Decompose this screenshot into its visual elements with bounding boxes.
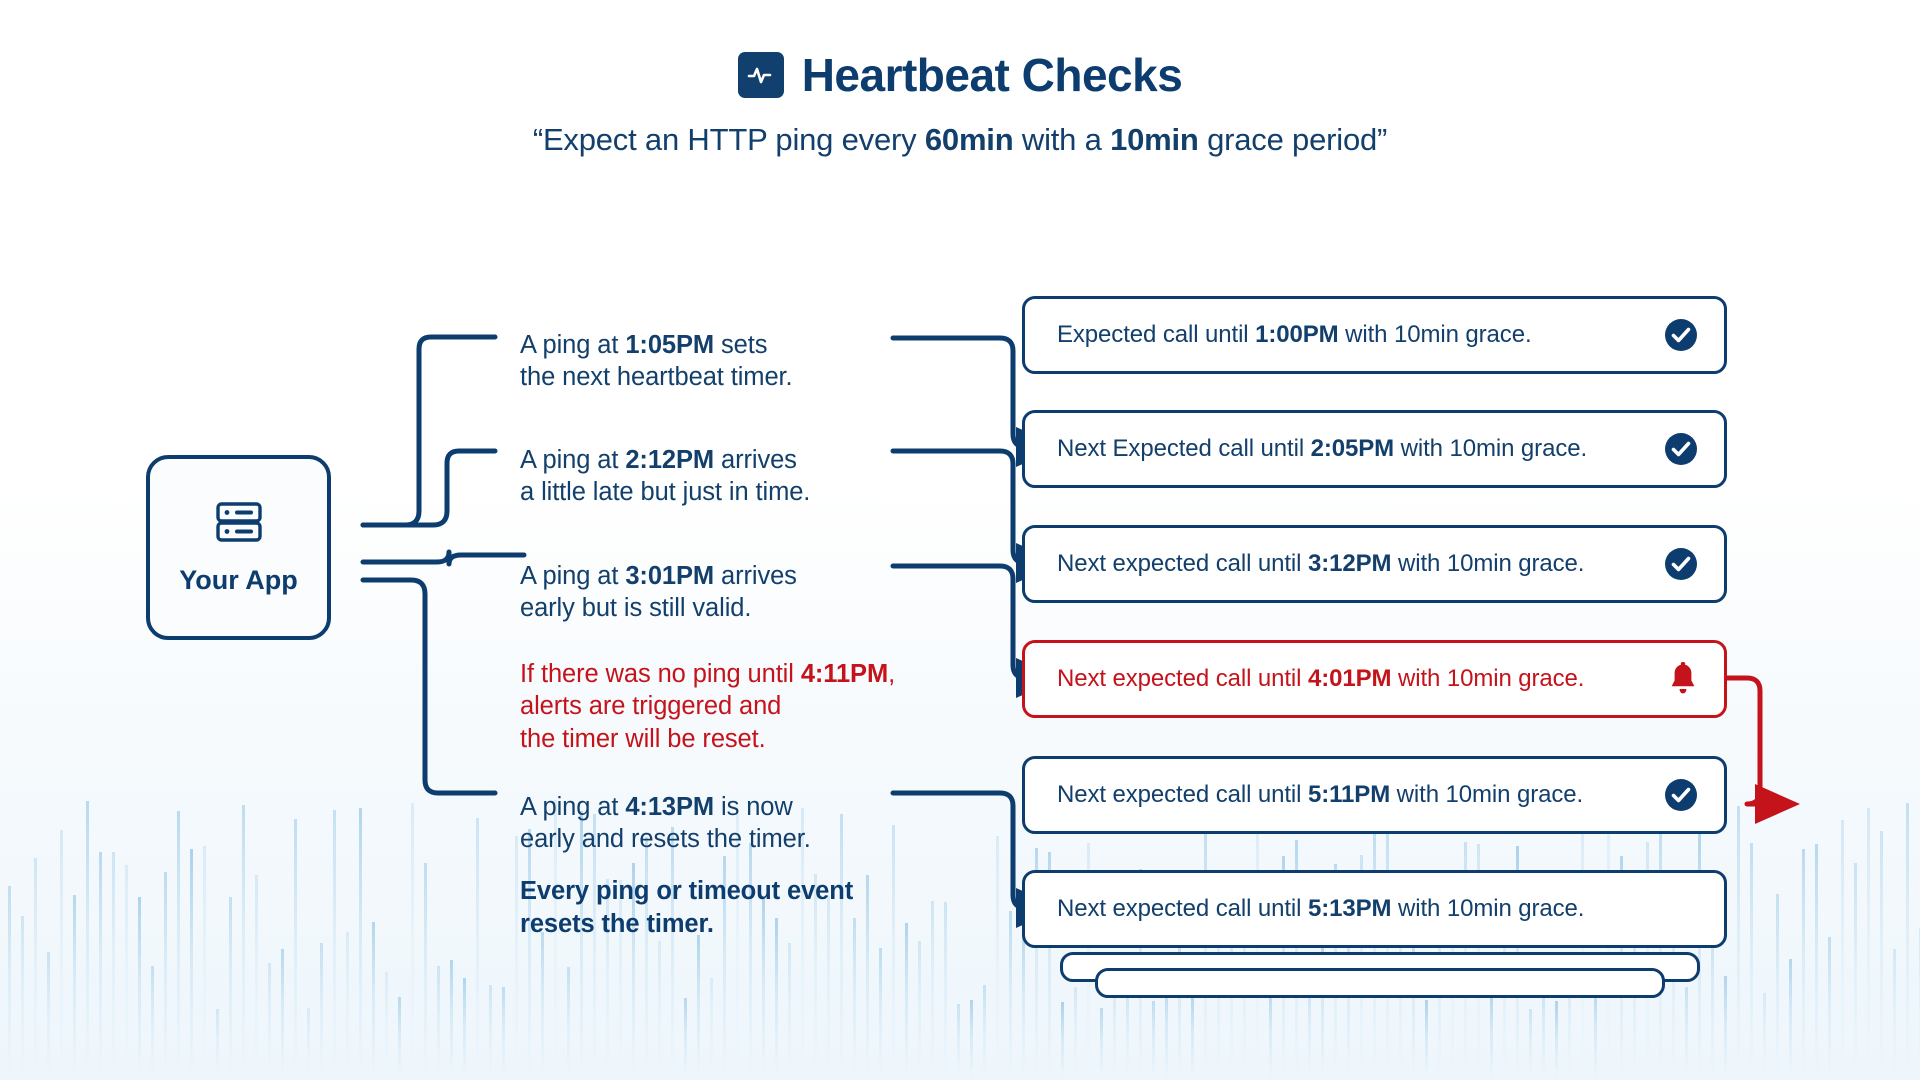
card5-text: Next expected call until 5:11PM with 10m…: [1057, 781, 1646, 809]
step-text-4-11pm-alert: If there was no ping until 4:11PM, alert…: [520, 625, 895, 756]
step-text-1-05pm: A ping at 1:05PM sets the next heartbeat…: [520, 296, 793, 394]
card3-time: 3:12PM: [1307, 550, 1392, 577]
card-5-13pm[interactable]: Next expected call until 5:13PM with 10m…: [1022, 870, 1727, 948]
step-text-3-01pm: A ping at 3:01PM arrives early but is st…: [520, 527, 797, 625]
card-5-11pm[interactable]: Next expected call until 5:11PM with 10m…: [1022, 756, 1727, 834]
step-text-summary: Every ping or timeout event resets the t…: [520, 877, 854, 938]
step1-time: 1:05PM: [625, 330, 715, 359]
step3-suffix: arrives early but is still valid.: [520, 561, 797, 623]
stacked-card-ghost-2: [1095, 968, 1665, 998]
page-header: Heartbeat Checks “Expect an HTTP ping ev…: [0, 0, 1920, 158]
check-circle-icon: [1664, 318, 1698, 352]
card4-time: 4:01PM: [1307, 665, 1392, 692]
step4-prefix: If there was no ping until: [520, 659, 801, 688]
page-title: Heartbeat Checks: [801, 49, 1183, 101]
app-node[interactable]: Your App: [146, 455, 331, 640]
step3-time: 3:01PM: [625, 561, 715, 590]
card4-text: Next expected call until 4:01PM with 10m…: [1057, 665, 1650, 693]
app-node-label: Your App: [179, 564, 298, 595]
heartbeat-pulse-icon: [737, 52, 784, 98]
step4-time: 4:11PM: [800, 659, 889, 688]
card2-time: 2:05PM: [1310, 435, 1395, 462]
step2-time: 2:12PM: [625, 445, 715, 474]
subtitle-prefix: “Expect an HTTP ping every: [532, 122, 925, 157]
step2-suffix: arrives a little late but just in time.: [520, 445, 811, 507]
card3-text: Next expected call until 3:12PM with 10m…: [1057, 550, 1646, 578]
card2-suffix: with 10min grace.: [1394, 435, 1588, 462]
card1-suffix: with 10min grace.: [1338, 321, 1532, 348]
title-row: Heartbeat Checks: [0, 48, 1920, 102]
card5-time: 5:11PM: [1307, 781, 1391, 808]
card6-text: Next expected call until 5:13PM with 10m…: [1057, 895, 1698, 923]
card6-suffix: with 10min grace.: [1391, 895, 1585, 922]
card-2-05pm[interactable]: Next Expected call until 2:05PM with 10m…: [1022, 410, 1727, 488]
card3-suffix: with 10min grace.: [1391, 550, 1585, 577]
step5-time: 4:13PM: [625, 792, 715, 821]
card5-prefix: Next expected call until: [1057, 781, 1308, 808]
card6-time: 5:13PM: [1307, 895, 1392, 922]
card1-text: Expected call until 1:00PM with 10min gr…: [1057, 321, 1646, 349]
bell-alert-icon: [1668, 662, 1698, 696]
server-rack-icon: [214, 500, 264, 549]
check-circle-icon: [1664, 778, 1698, 812]
step2-prefix: A ping at: [520, 445, 626, 474]
page-subtitle: “Expect an HTTP ping every 60min with a …: [0, 122, 1920, 158]
card6-prefix: Next expected call until: [1057, 895, 1308, 922]
card1-time: 1:00PM: [1255, 321, 1339, 348]
card-4-01pm[interactable]: Next expected call until 4:01PM with 10m…: [1022, 640, 1727, 718]
card2-text: Next Expected call until 2:05PM with 10m…: [1057, 435, 1646, 463]
check-circle-icon: [1664, 547, 1698, 581]
step4-suffix: , alerts are triggered and the timer wil…: [520, 659, 896, 753]
subtitle-suffix: grace period”: [1198, 122, 1388, 157]
subtitle-grace: 10min: [1110, 122, 1199, 157]
card4-suffix: with 10min grace.: [1391, 665, 1585, 692]
step5-suffix: is now early and resets the timer.: [520, 792, 811, 854]
step-text-2-12pm: A ping at 2:12PM arrives a little late b…: [520, 411, 810, 509]
step5-prefix: A ping at: [520, 792, 626, 821]
check-circle-icon: [1664, 432, 1698, 466]
card-1-00pm[interactable]: Expected call until 1:00PM with 10min gr…: [1022, 296, 1727, 374]
step-text-4-13pm: A ping at 4:13PM is now early and resets…: [520, 758, 811, 856]
subtitle-middle: with a: [1013, 122, 1111, 157]
card2-prefix: Next Expected call until: [1057, 435, 1311, 462]
step1-suffix: sets the next heartbeat timer.: [520, 330, 793, 392]
card1-prefix: Expected call until: [1057, 321, 1256, 348]
step3-prefix: A ping at: [520, 561, 626, 590]
card3-prefix: Next expected call until: [1057, 550, 1308, 577]
card5-suffix: with 10min grace.: [1390, 781, 1584, 808]
subtitle-period: 60min: [924, 122, 1014, 157]
card-3-12pm[interactable]: Next expected call until 3:12PM with 10m…: [1022, 525, 1727, 603]
card4-prefix: Next expected call until: [1057, 665, 1308, 692]
step1-prefix: A ping at: [520, 330, 626, 359]
